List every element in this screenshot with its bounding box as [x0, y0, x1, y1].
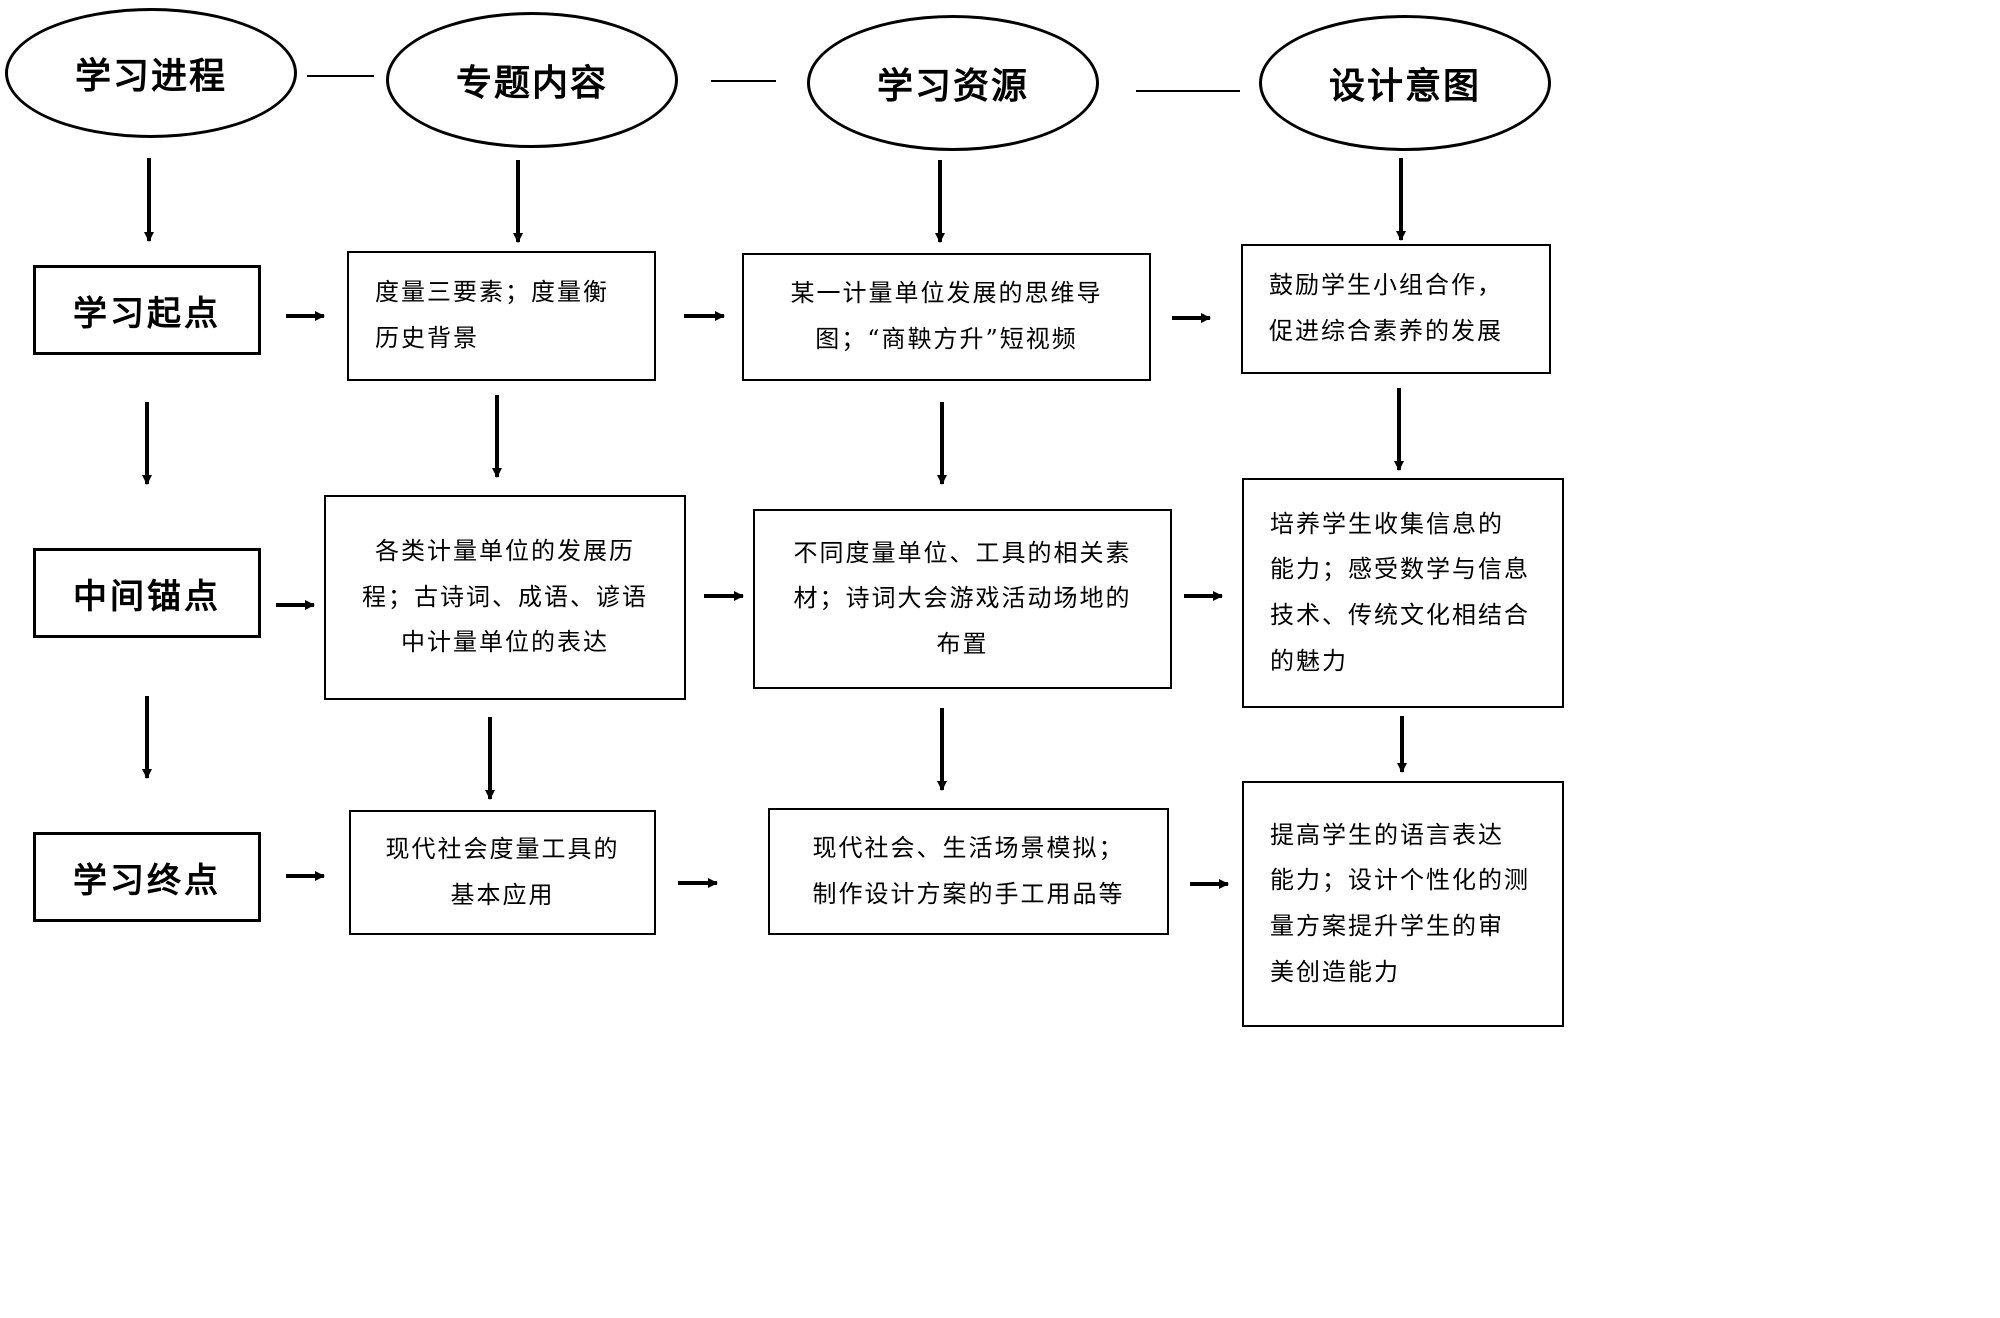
resource-box-end: 现代社会、生活场景模拟； 制作设计方案的手工用品等: [768, 808, 1169, 935]
content-text-middle: 各类计量单位的发展历 程；古诗词、成语、谚语 中计量单位的表达: [362, 537, 648, 657]
resource-box-middle: 不同度量单位、工具的相关素 材；诗词大会游戏活动场地的 布置: [753, 509, 1172, 689]
stage-end-label: 学习终点: [73, 860, 221, 901]
stage-end: 学习终点: [33, 832, 261, 922]
header-resources-label: 学习资源: [876, 65, 1029, 107]
intent-text-start: 鼓励学生小组合作， 促进综合素养的发展: [1269, 271, 1503, 345]
intent-box-end: 提高学生的语言表达 能力；设计个性化的测 量方案提升学生的审 美创造能力: [1242, 781, 1564, 1027]
intent-box-start: 鼓励学生小组合作， 促进综合素养的发展: [1241, 244, 1551, 374]
intent-text-end: 提高学生的语言表达 能力；设计个性化的测 量方案提升学生的审 美创造能力: [1270, 820, 1530, 986]
content-box-middle: 各类计量单位的发展历 程；古诗词、成语、谚语 中计量单位的表达: [324, 495, 686, 700]
content-box-end: 现代社会度量工具的 基本应用: [349, 810, 656, 935]
content-text-start: 度量三要素；度量衡 历史背景: [375, 278, 609, 352]
header-content: 专题内容: [386, 12, 678, 148]
stage-start-label: 学习起点: [73, 293, 221, 334]
stage-middle: 中间锚点: [33, 548, 261, 638]
connector-layer: [142, 75, 1407, 889]
header-intent: 设计意图: [1259, 15, 1551, 151]
header-progress-label: 学习进程: [74, 55, 227, 97]
header-resources: 学习资源: [807, 15, 1099, 151]
resource-text-end: 现代社会、生活场景模拟； 制作设计方案的手工用品等: [812, 833, 1125, 908]
resource-box-start: 某一计量单位发展的思维导 图；“商鞅方升”短视频: [742, 253, 1151, 381]
resource-text-start: 某一计量单位发展的思维导 图；“商鞅方升”短视频: [790, 279, 1103, 353]
content-box-start: 度量三要素；度量衡 历史背景: [347, 251, 656, 381]
header-progress: 学习进程: [5, 8, 297, 138]
resource-text-middle: 不同度量单位、工具的相关素 材；诗词大会游戏活动场地的 布置: [793, 538, 1132, 658]
content-text-end: 现代社会度量工具的 基本应用: [385, 834, 620, 909]
stage-middle-label: 中间锚点: [73, 576, 221, 617]
intent-text-middle: 培养学生收集信息的 能力；感受数学与信息 技术、传统文化相结合 的魅力: [1270, 509, 1530, 675]
header-content-label: 专题内容: [455, 62, 608, 104]
stage-start: 学习起点: [33, 265, 261, 355]
intent-box-middle: 培养学生收集信息的 能力；感受数学与信息 技术、传统文化相结合 的魅力: [1242, 478, 1564, 708]
header-intent-label: 设计意图: [1328, 65, 1481, 107]
